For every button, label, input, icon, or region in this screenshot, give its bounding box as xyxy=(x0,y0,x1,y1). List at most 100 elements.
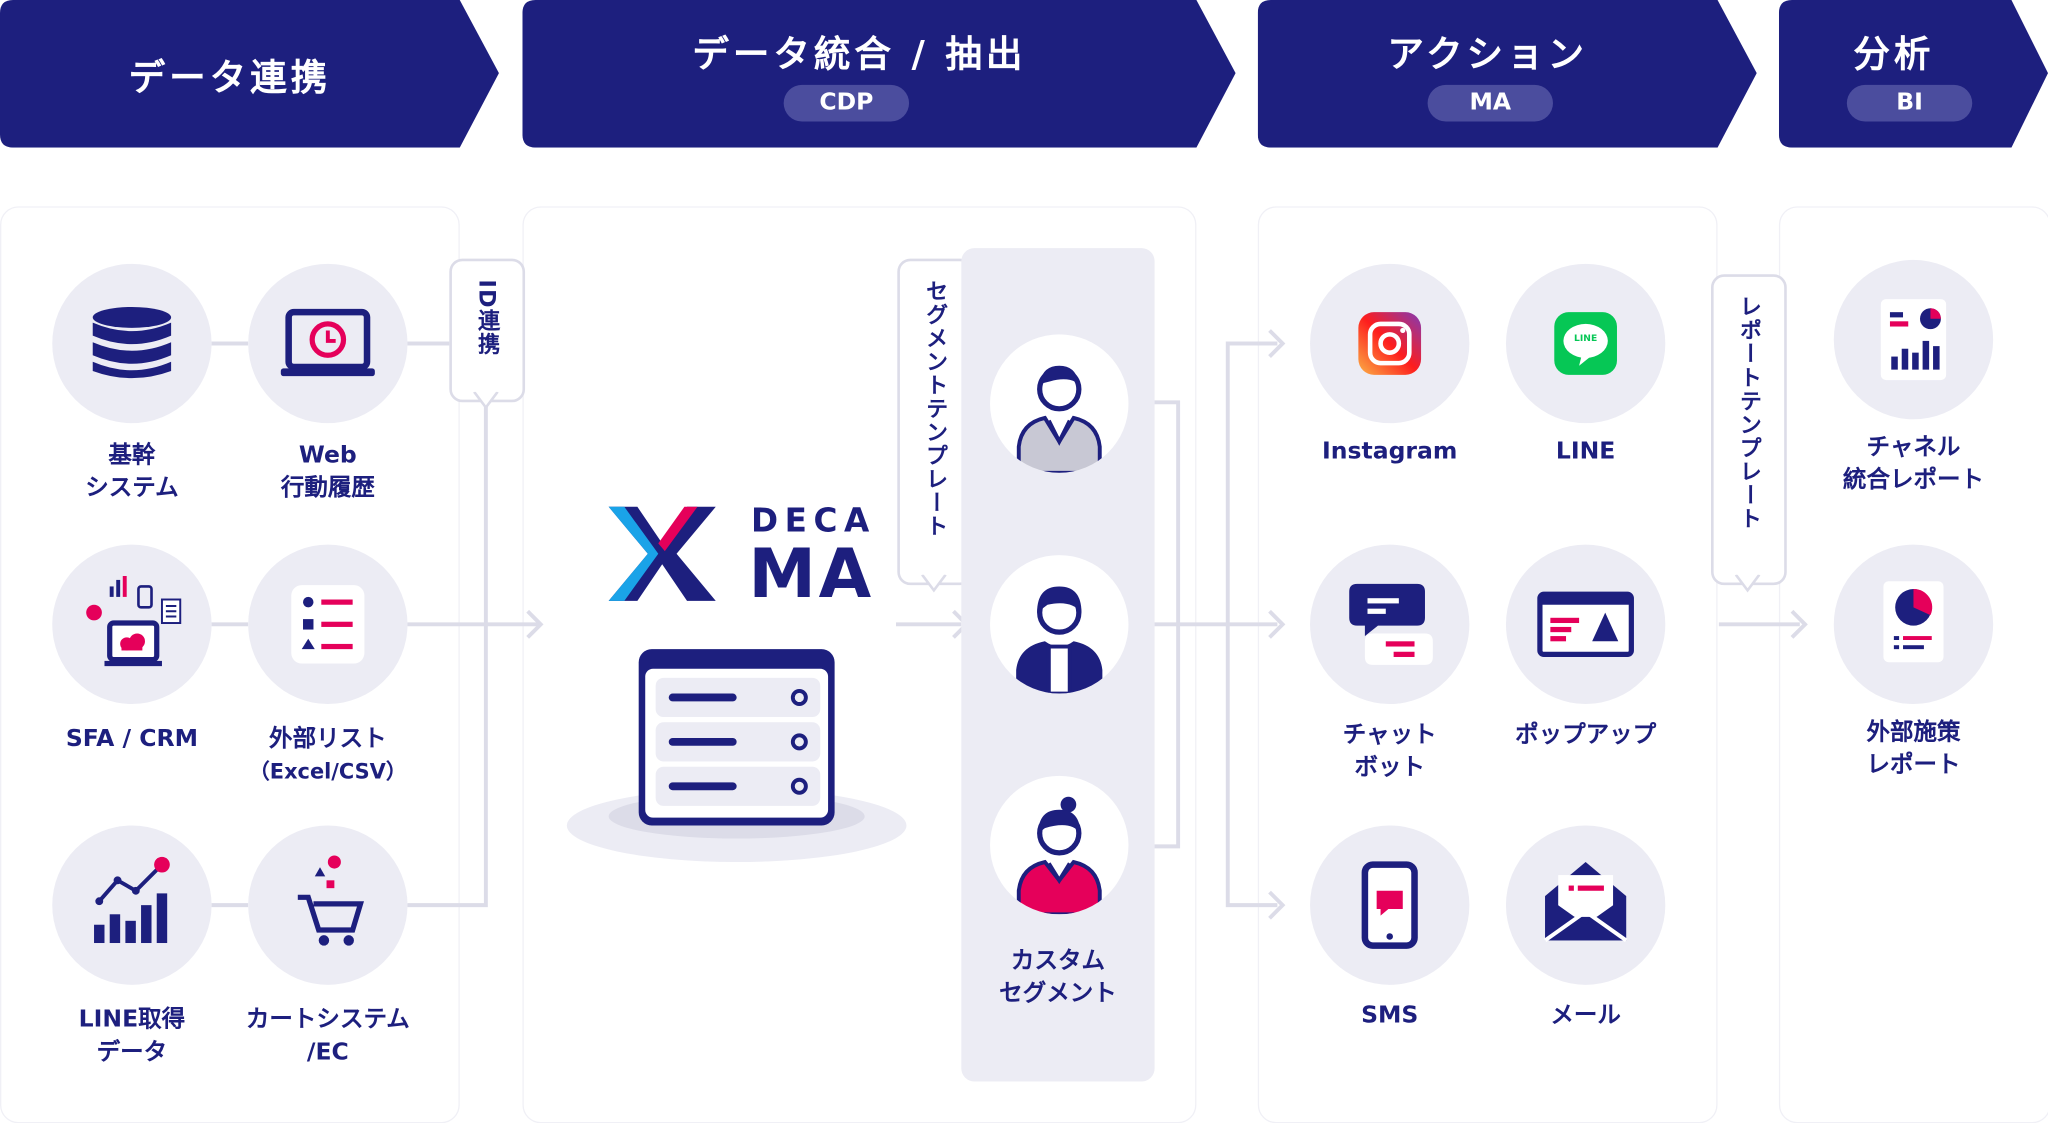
line-label: LINE xyxy=(1481,435,1690,468)
label-line: 基幹 xyxy=(108,441,156,469)
chatbot-node xyxy=(1310,544,1470,704)
header-action: アクション MA xyxy=(1257,0,1757,148)
popup-label: ポップアップ xyxy=(1481,718,1690,751)
header-cdp: データ統合 / 抽出 CDP xyxy=(522,0,1236,148)
label-line: チャネル xyxy=(1866,433,1961,462)
external-report-node xyxy=(1833,544,1994,704)
label-line: Instagram xyxy=(1322,437,1458,465)
label-line: カートシステム xyxy=(245,1005,410,1034)
label-line: Web xyxy=(298,441,357,469)
mail-label: メール xyxy=(1481,999,1690,1032)
header-pill: CDP xyxy=(783,84,910,122)
line-app-icon xyxy=(1554,312,1617,375)
popup-window-icon xyxy=(1537,591,1634,657)
shopping-cart-icon xyxy=(297,855,365,946)
label-line: カスタム xyxy=(1010,946,1105,975)
header-pill: MA xyxy=(1427,84,1553,122)
external-report-label: 外部施策 レポート xyxy=(1809,716,2018,781)
report-template-text: レポートテンプレート xyxy=(1734,295,1761,531)
label-line: /EC xyxy=(306,1038,349,1066)
label-line: LINE xyxy=(1555,437,1616,465)
businesswoman-icon xyxy=(1016,796,1102,915)
list-icon xyxy=(291,585,365,664)
label-line: 外部リスト xyxy=(269,724,387,753)
label-line: データ xyxy=(96,1038,168,1066)
label-line: SFA / CRM xyxy=(65,724,199,753)
label-line: 外部施策 xyxy=(1866,718,1961,746)
external-list-label: 外部リスト （Excel/CSV） xyxy=(223,722,432,787)
label-line: メール xyxy=(1550,1001,1621,1030)
header-title: アクション xyxy=(1387,32,1588,76)
tag-pointer xyxy=(473,391,499,410)
instagram-node xyxy=(1310,263,1470,424)
cart-system-node xyxy=(248,825,408,985)
instagram-label: Instagram xyxy=(1285,435,1494,468)
label-line: SMS xyxy=(1361,1001,1419,1030)
segment-template-tag: セグメントテンプレート xyxy=(897,258,974,586)
header-pill: BI xyxy=(1846,84,1973,122)
envelope-icon xyxy=(1544,862,1628,943)
line-node: LINE xyxy=(1505,263,1666,424)
web-history-label: Web 行動履歴 xyxy=(223,439,432,504)
label-line: 行動履歴 xyxy=(280,474,375,502)
pie-report-icon xyxy=(1883,581,1944,663)
segment-person-1 xyxy=(990,334,1129,473)
label-line: （Excel/CSV） xyxy=(248,758,407,784)
tag-pointer xyxy=(921,574,947,593)
sfa-crm-node xyxy=(52,544,212,704)
popup-node xyxy=(1505,544,1666,704)
laptop-history-icon xyxy=(280,308,375,377)
mail-node xyxy=(1505,825,1666,985)
channel-report-node xyxy=(1833,259,1994,420)
line-data-label: LINE取得 データ xyxy=(27,1003,236,1068)
sms-label: SMS xyxy=(1285,999,1494,1032)
header-title: 分析 xyxy=(1853,32,1935,76)
segment-person-2 xyxy=(990,555,1129,694)
label-line: ボット xyxy=(1354,753,1425,782)
external-list-node xyxy=(248,544,408,704)
id-link-text: ID連携 xyxy=(472,279,499,356)
instagram-icon xyxy=(1358,312,1422,375)
businessman-icon xyxy=(1016,365,1102,473)
id-link-tag: ID連携 xyxy=(449,258,526,403)
brand-top: DECA xyxy=(751,501,876,540)
label-line: セグメント xyxy=(999,979,1117,1008)
server-icon xyxy=(566,649,907,863)
sms-node xyxy=(1310,825,1470,985)
smartphone-icon xyxy=(1361,861,1418,949)
label-line: レポート xyxy=(1866,751,1961,779)
custom-segment-label: カスタム セグメント xyxy=(953,944,1162,1009)
chatbot-label: チャット ボット xyxy=(1285,718,1494,783)
database-icon xyxy=(92,306,172,379)
cloud-devices-icon xyxy=(86,575,182,667)
chat-bubbles-icon xyxy=(1349,583,1433,665)
brand-main: MA xyxy=(748,535,874,614)
report-template-tag: レポートテンプレート xyxy=(1711,274,1787,586)
core-system-node xyxy=(52,263,212,424)
label-line: LINE取得 xyxy=(78,1005,186,1034)
report-chart-icon xyxy=(1880,299,1947,381)
deca-x-logo-icon xyxy=(608,506,716,601)
segment-template-text: セグメントテンプレート xyxy=(920,279,947,539)
woman-icon xyxy=(1016,586,1103,694)
web-history-node xyxy=(248,263,408,424)
label-line: チャット xyxy=(1342,720,1437,749)
segment-person-3 xyxy=(990,775,1129,915)
growth-chart-icon xyxy=(94,856,170,944)
label-line: システム xyxy=(85,474,179,502)
header-title: データ統合 / 抽出 xyxy=(692,32,1027,76)
channel-report-label: チャネル 統合レポート xyxy=(1809,431,2018,496)
core-system-label: 基幹 システム xyxy=(27,439,236,504)
header-analysis: 分析 BI xyxy=(1778,0,2048,148)
header-title: データ連携 xyxy=(128,56,332,100)
tag-pointer xyxy=(1734,574,1761,593)
cart-system-label: カートシステム /EC xyxy=(223,1003,432,1068)
line-icon-text: LINE xyxy=(1574,333,1598,344)
label-line: ポップアップ xyxy=(1515,720,1657,749)
sfa-crm-label: SFA / CRM xyxy=(27,722,236,755)
label-line: 統合レポート xyxy=(1842,466,1984,494)
line-data-node xyxy=(52,825,212,985)
header-data-link: データ連携 xyxy=(0,0,499,148)
